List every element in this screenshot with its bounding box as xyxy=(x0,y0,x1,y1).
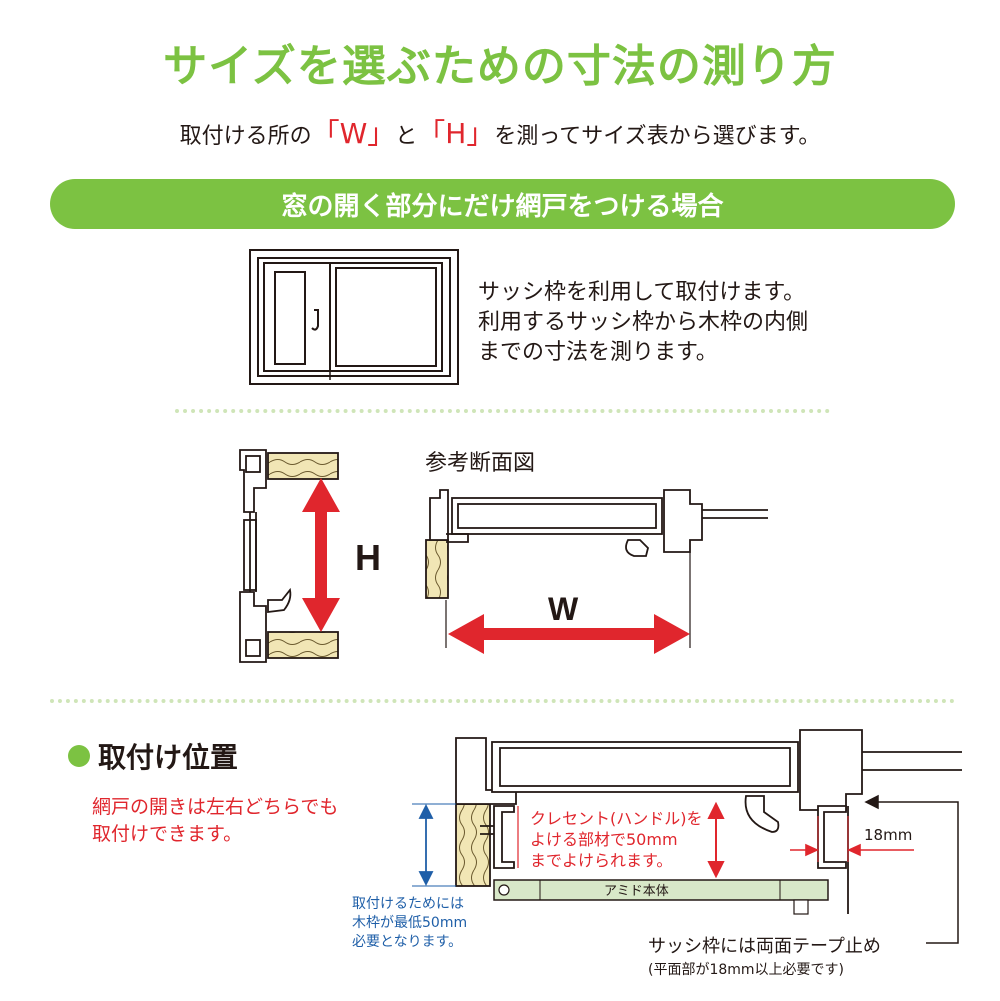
mount-note-line2: 取付けできます。 xyxy=(92,823,243,845)
w-dimension-arrow xyxy=(448,614,690,654)
page-title: サイズを選ぶための寸法の測り方 xyxy=(163,41,837,92)
h-dimension-arrow xyxy=(302,478,340,632)
screen-body-label: アミド本体 xyxy=(604,884,669,899)
wood-note-line2: 木枠が最低50mm xyxy=(352,915,468,931)
flat-width-dimension xyxy=(790,816,914,862)
reference-section-label: 参考断面図 xyxy=(425,451,536,476)
section-banner-label: 窓の開く部分にだけ網戸をつける場合 xyxy=(281,192,724,222)
window-front-icon xyxy=(249,249,459,385)
dim-18mm-label: 18mm xyxy=(864,826,912,844)
window-desc-line2: 利用するサッシ枠から木枠の内側 xyxy=(478,310,809,335)
crescent-note-line1: クレセント(ハンドル)を xyxy=(530,809,703,828)
wood-frame-note: 取付けるためには 木枠が最低50mm 必要となります。 xyxy=(352,895,467,952)
dotted-divider-top xyxy=(175,409,830,413)
subtitle-w: 「W」 xyxy=(311,117,396,150)
wood-note-line3: 必要となります。 xyxy=(352,934,463,950)
crescent-note: クレセント(ハンドル)を よける部材で50mm までよけられます。 xyxy=(530,808,703,871)
window-description: サッシ枠を利用して取付けます。 利用するサッシ枠から木枠の内側 までの寸法を測り… xyxy=(478,278,808,368)
horizontal-section-drawing xyxy=(425,489,768,599)
tape-note: サッシ枠には両面テープ止め xyxy=(648,936,881,957)
subtitle-h: 「H」 xyxy=(417,117,495,150)
subtitle-mid: と xyxy=(395,124,418,149)
window-desc-line1: サッシ枠を利用して取付けます。 xyxy=(478,280,806,305)
crescent-note-line3: までよけられます。 xyxy=(530,851,673,870)
mount-section-title: 取付け位置 xyxy=(68,736,238,776)
crescent-note-line2: よける部材で50mm xyxy=(530,830,678,849)
section-banner xyxy=(50,179,955,229)
page-subtitle: 取付ける所の「W」と「H」を測ってサイズ表から選びます。 xyxy=(0,112,1000,152)
tape-subnote: (平面部が18mm以上必要です) xyxy=(648,962,845,978)
h-label: H xyxy=(355,537,381,578)
wood-note-line1: 取付けるためには xyxy=(352,896,464,912)
w-label: W xyxy=(548,591,579,627)
subtitle-post: を測ってサイズ表から選びます。 xyxy=(494,124,821,149)
mount-detail-drawing xyxy=(455,729,962,914)
dotted-divider-bottom xyxy=(50,699,955,703)
tape-leader-line xyxy=(864,794,959,944)
mount-note: 網戸の開きは左右どちらでも 取付けできます。 xyxy=(92,794,338,848)
screen-body-bar xyxy=(493,879,829,915)
window-desc-line3: までの寸法を測ります。 xyxy=(478,340,718,365)
mount-title-text: 取付け位置 xyxy=(98,741,239,774)
mount-note-line1: 網戸の開きは左右どちらでも xyxy=(92,796,339,818)
green-bullet-icon xyxy=(68,745,90,767)
wood-depth-dimension xyxy=(412,803,456,887)
vertical-section-drawing xyxy=(239,449,339,663)
subtitle-pre: 取付ける所の xyxy=(179,124,312,149)
crescent-clearance-dimension xyxy=(517,801,725,879)
